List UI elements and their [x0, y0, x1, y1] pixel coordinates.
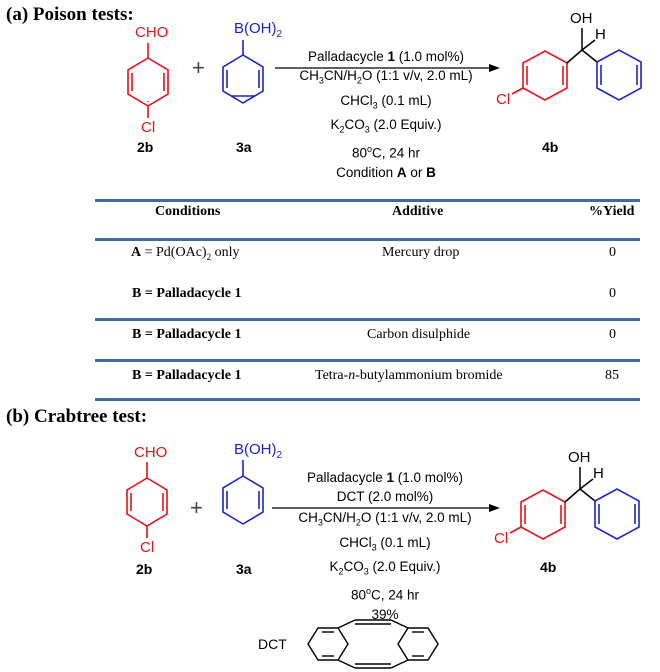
product-4b-center-b — [564, 467, 596, 503]
product-4b-cl-b: Cl — [494, 530, 508, 547]
product-4b-blue-ring — [596, 49, 642, 101]
cond-b-line-5: K2CO3 (2.0 Equiv.) — [329, 559, 441, 578]
reagent-2b-cl: Cl — [141, 119, 155, 136]
table-top-rule — [95, 199, 640, 202]
reagent-3a-label-b: 3a — [236, 561, 252, 577]
scheme-a-structures: CHO Cl 2b + B(OH)2 3a OH H Cl 4b — [127, 10, 642, 155]
table-rule-3 — [95, 359, 640, 362]
row-4-yield: 85 — [605, 368, 619, 383]
cond-b-line-6: 80oC, 24 hr — [350, 586, 420, 603]
dct-label: DCT — [258, 636, 287, 652]
table-bottom-rule — [95, 398, 640, 401]
section-b-heading: (b) Crabtree test: — [6, 406, 148, 427]
product-4b-oh-b: OH — [568, 449, 591, 466]
cond-a-line-5: 80oC, 24 hr — [351, 144, 421, 161]
reagent-3a-structure-b — [222, 460, 264, 525]
cond-a-line-2: CH3CN/H2O (1:1 v/v, 2.0 mL) — [299, 68, 473, 86]
product-4b-blue-ring-b — [594, 488, 640, 540]
reagent-3a-label: 3a — [236, 139, 252, 155]
product-4b-h-b: H — [593, 465, 604, 482]
row-1-conditions: A = Pd(OAc)2 only — [131, 245, 240, 262]
header-yield: %Yield — [589, 204, 635, 219]
row-1-additive: Mercury drop — [382, 245, 460, 260]
row-1-yield: 0 — [609, 245, 616, 260]
reagent-2b-cho-b: CHO — [134, 444, 167, 461]
reagent-2b-label: 2b — [137, 139, 153, 155]
product-4b-cl: Cl — [496, 91, 510, 108]
row-2-yield: 0 — [609, 286, 616, 301]
table-rule-2 — [95, 318, 640, 321]
plus-sign-a: + — [192, 55, 205, 80]
reagent-2b-cl-b: Cl — [140, 539, 154, 556]
product-4b-red-ring-b — [509, 489, 566, 540]
cond-b-yield: 39% — [371, 606, 399, 622]
conditions-a: Palladacycle 1 (1.0 mol%) CH3CN/H2O (1:1… — [282, 47, 490, 182]
header-conditions: Conditions — [155, 204, 221, 219]
cond-b-line-3: CH3CN/H2O (1:1 v/v, 2.0 mL) — [298, 510, 472, 528]
row-3-yield: 0 — [609, 327, 616, 342]
dct-structure — [307, 619, 439, 669]
row-4-conditions: B = Palladacycle 1 — [132, 368, 242, 383]
product-4b-oh: OH — [570, 10, 593, 27]
product-4b-label: 4b — [542, 139, 558, 155]
product-4b-center — [566, 28, 598, 64]
product-4b-h: H — [595, 26, 606, 43]
reagent-2b-cho: CHO — [135, 24, 168, 41]
reagent-3a-boh2-b: B(OH)2 — [234, 441, 283, 461]
cond-a-line-3: CHCl3 (0.1 mL) — [340, 92, 432, 111]
reagent-3a-structure — [222, 40, 264, 104]
row-3-conditions: B = Palladacycle 1 — [132, 327, 242, 342]
cond-a-line-6: Condition A or B — [336, 164, 436, 180]
cond-a-line-4: K2CO3 (2.0 Equiv.) — [330, 117, 442, 136]
section-a-heading: (a) Poison tests: — [6, 4, 134, 25]
row-2-conditions: B = Palladacycle 1 — [132, 286, 242, 301]
cond-a-line-1: Palladacycle 1 (1.0 mol%) — [307, 49, 465, 64]
row-3-additive: Carbon disulphide — [367, 327, 471, 342]
table-header-row: Conditions Additive %Yield — [95, 204, 640, 230]
reagent-2b-structure — [127, 43, 169, 118]
conditions-b: Palladacycle 1 (1.0 mol%) DCT (2.0 mol%)… — [280, 468, 490, 624]
plus-sign-b: + — [190, 495, 203, 520]
row-4-additive: Tetra-n-butylammonium bromide — [315, 368, 503, 383]
reagent-2b-label-b: 2b — [136, 561, 152, 577]
product-4b-red-ring — [511, 50, 568, 101]
cond-b-line-2: DCT (2.0 mol%) — [336, 489, 434, 504]
cond-b-line-1: Palladacycle 1 (1.0 mol%) — [306, 470, 464, 485]
reagent-3a-boh2: B(OH)2 — [234, 20, 283, 40]
cond-b-line-4: CHCl3 (0.1 mL) — [339, 534, 431, 553]
table-header-rule — [95, 238, 640, 241]
header-additive: Additive — [392, 204, 444, 219]
reagent-2b-structure-b — [126, 462, 168, 538]
product-4b-label-b: 4b — [540, 559, 556, 575]
scheme-b-structures: CHO Cl 2b + B(OH)2 3a OH H Cl 4b DCT — [126, 441, 640, 669]
